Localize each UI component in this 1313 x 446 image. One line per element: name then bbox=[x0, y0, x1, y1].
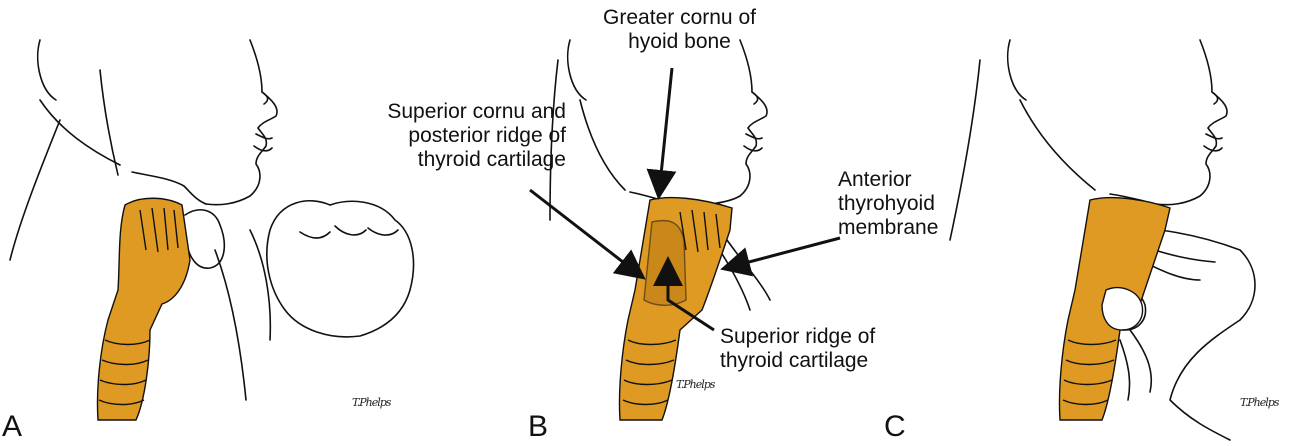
artist-signature: T.Phelps bbox=[1240, 396, 1279, 409]
ear bbox=[1006, 39, 1027, 101]
label-superior-ridge: Superior ridge of thyroid cartilage bbox=[720, 325, 876, 372]
hand bbox=[1119, 227, 1256, 441]
nose bbox=[1211, 91, 1219, 105]
larynx-c bbox=[1058, 196, 1171, 421]
nose bbox=[261, 91, 269, 105]
ear bbox=[566, 39, 587, 101]
larynx-a bbox=[96, 197, 191, 421]
ear bbox=[36, 39, 57, 101]
lips bbox=[1203, 133, 1223, 152]
panel-letter-c: C bbox=[884, 410, 906, 443]
neck-illustration-b bbox=[549, 39, 771, 421]
artist-signature: T.Phelps bbox=[352, 396, 391, 409]
thumb bbox=[184, 209, 226, 269]
face-outline bbox=[1155, 39, 1228, 206]
panel-a: T.Phelps A bbox=[0, 0, 440, 446]
label-anterior-membrane: Anterior thyrohyoid membrane bbox=[838, 168, 939, 239]
lips bbox=[253, 133, 273, 152]
neck-illustration-c bbox=[949, 39, 1256, 441]
artist-signature: T.Phelps bbox=[676, 378, 715, 391]
label-greater-cornu: Greater cornu of hyoid bone bbox=[603, 6, 756, 53]
panel-b: T.Phelps B bbox=[440, 0, 880, 446]
jaw-line bbox=[131, 171, 207, 205]
panel-c: T.Phelps C bbox=[880, 0, 1313, 446]
face-outline bbox=[675, 39, 768, 206]
face-outline bbox=[205, 39, 278, 206]
fist bbox=[266, 199, 415, 338]
panel-letter-b: B bbox=[528, 410, 549, 443]
lips bbox=[743, 133, 763, 152]
label-superior-cornu: Superior cornu and posterior ridge of th… bbox=[387, 100, 566, 171]
nose bbox=[751, 91, 759, 105]
neck-illustration-a bbox=[9, 39, 415, 421]
panel-letter-a: A bbox=[2, 410, 23, 443]
